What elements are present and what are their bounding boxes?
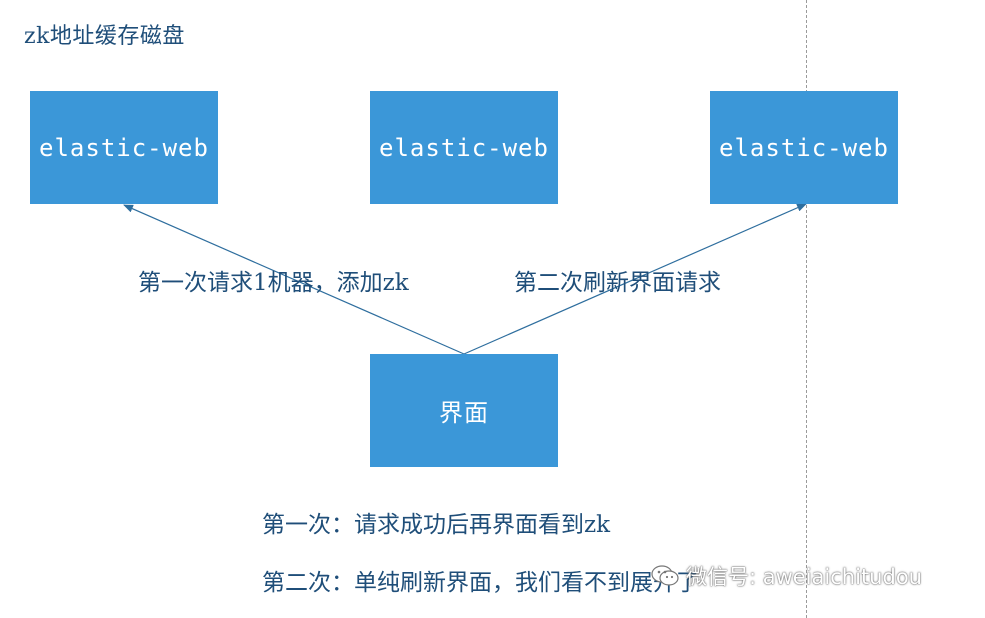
ui-box: 界面 (370, 354, 558, 467)
note-first: 第一次：请求成功后再界面看到zk (262, 512, 611, 538)
elastic-web-box-1: elastic-web (30, 91, 218, 204)
watermark-text: 微信号: aweiaichitudou (686, 565, 922, 589)
first-request-label: 第一次请求1机器，添加zk (138, 270, 409, 296)
dashed-divider (806, 0, 807, 618)
arrow-to-web1 (123, 204, 465, 355)
arrow-to-web3 (463, 203, 807, 355)
refresh-request-label: 第二次刷新界面请求 (514, 270, 721, 296)
diagram-title: zk地址缓存磁盘 (24, 24, 185, 49)
elastic-web-box-2: elastic-web (370, 91, 558, 204)
note-second: 第二次：单纯刷新界面，我们看不到展开了 (262, 570, 699, 596)
elastic-web-box-3: elastic-web (710, 91, 898, 204)
watermark: 微信号: aweiaichitudou (650, 561, 922, 591)
wechat-icon (650, 563, 680, 589)
